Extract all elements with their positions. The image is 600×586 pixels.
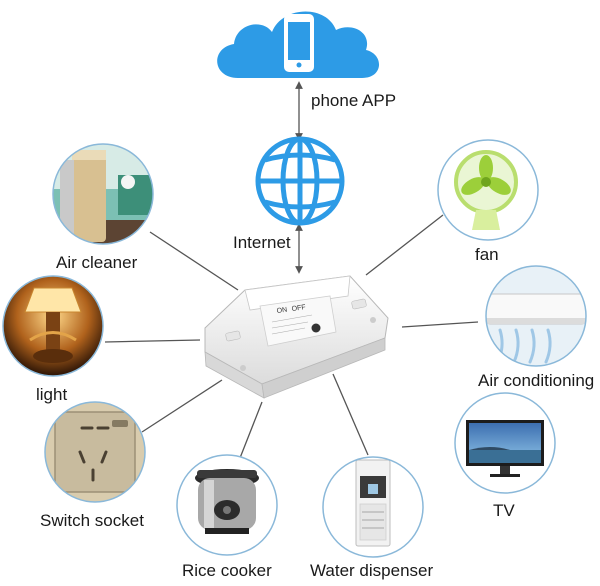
fan-image	[437, 139, 539, 241]
device-on-text: ON	[276, 307, 287, 315]
line-water-dispenser	[332, 373, 369, 456]
smartphone-icon	[284, 14, 314, 72]
water-dispenser-label: Water dispenser	[310, 561, 434, 580]
air-cleaner-image	[52, 143, 154, 245]
air-conditioner-image	[485, 265, 587, 367]
air-cleaner-label: Air cleaner	[56, 253, 138, 272]
rice-cooker-image	[176, 454, 278, 556]
tv-image	[454, 392, 556, 494]
light-label: light	[36, 385, 68, 404]
lamp-image	[2, 275, 104, 377]
smart-switch-device	[204, 275, 389, 399]
switch-socket-image	[44, 401, 146, 503]
line-light	[104, 339, 201, 343]
switch-socket-label: Switch socket	[40, 511, 144, 530]
device-off-text: OFF	[291, 304, 306, 313]
line-rice-cooker	[239, 401, 263, 459]
fan-label: fan	[475, 245, 499, 264]
line-fan	[365, 214, 444, 276]
internet-label: Internet	[233, 233, 291, 252]
water-dispenser-image	[322, 456, 424, 558]
tv-label: TV	[493, 501, 515, 520]
globe-icon	[255, 136, 345, 226]
line-air-cleaner	[149, 231, 239, 291]
rice-cooker-label: Rice cooker	[182, 561, 272, 580]
line-air-conditioning	[401, 321, 479, 328]
phone-app-label: phone APP	[311, 91, 397, 110]
connector-lines	[104, 81, 479, 459]
line-socket	[141, 379, 223, 433]
air-conditioning-label: Air conditioning	[478, 371, 595, 390]
